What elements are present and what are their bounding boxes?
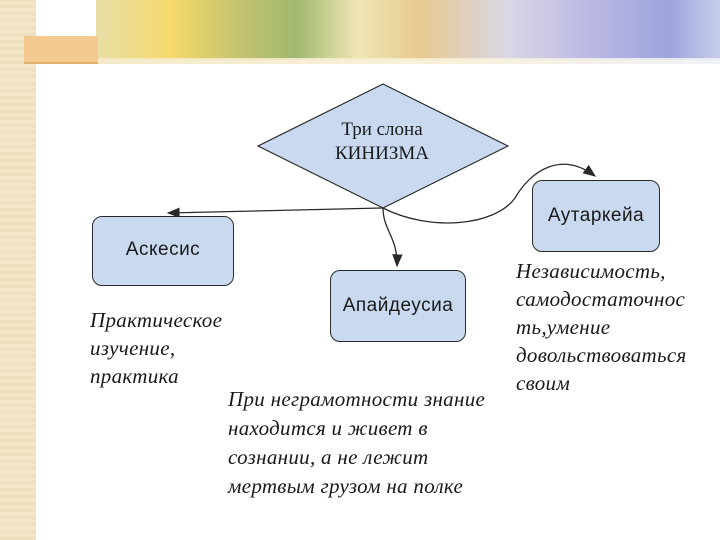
floral-banner: [96, 0, 720, 60]
note-autarkeia-line: Независимость,: [516, 259, 666, 283]
banner-edge: [36, 58, 720, 64]
note-apaideusia: При неграмотности знание находится и жив…: [228, 385, 485, 501]
node-askesis-label: Аскесис: [125, 239, 201, 260]
center-label-line1: Три слона: [341, 119, 423, 140]
center-label: Три слона КИНИЗМА: [300, 118, 464, 166]
note-apaideusia-line: сознании, а не лежит: [228, 445, 429, 469]
node-autarkeia: Аутаркейа: [532, 180, 660, 252]
decorative-tab: [24, 36, 98, 64]
arrow-to-askesis: [166, 207, 384, 218]
note-askesis-line: изучение,: [90, 336, 176, 360]
note-autarkeia-line: своим: [516, 371, 571, 395]
node-apaideusia: Апайдеусиа: [330, 270, 466, 342]
arrow-to-apaideusia: [382, 207, 403, 268]
node-apaideusia-label: Апайдеусиа: [342, 295, 454, 316]
note-apaideusia-line: находится и живет в: [228, 416, 428, 440]
node-askesis: Аскесис: [92, 216, 234, 286]
note-askesis: Практическое изучение, практика: [90, 306, 222, 390]
note-askesis-line: Практическое: [90, 308, 223, 332]
parchment-strip: [0, 0, 36, 540]
note-autarkeia: Независимость, самодостаточнос ть,умение…: [516, 257, 687, 397]
center-label-line2: КИНИЗМА: [335, 143, 429, 164]
note-askesis-line: практика: [90, 364, 179, 388]
note-apaideusia-line: мертвым грузом на полке: [228, 474, 464, 498]
note-autarkeia-line: довольствоваться: [516, 343, 687, 367]
note-autarkeia-line: ть,умение: [516, 315, 611, 339]
note-autarkeia-line: самодостаточнос: [516, 287, 686, 311]
arrow-to-autarkeia: [382, 163, 597, 224]
node-autarkeia-label: Аутаркейа: [547, 205, 645, 226]
note-apaideusia-line: При неграмотности знание: [228, 387, 486, 411]
